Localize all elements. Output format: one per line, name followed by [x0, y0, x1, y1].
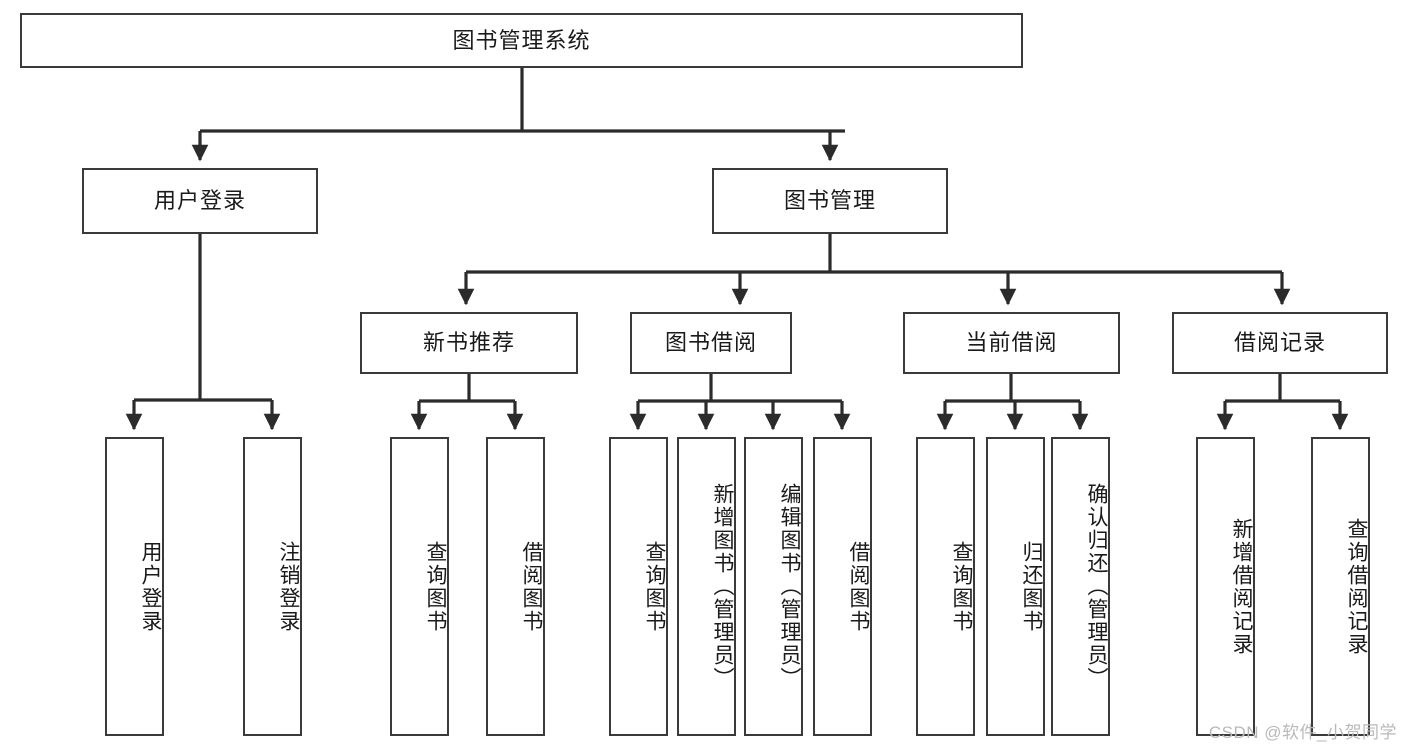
- node-leaf-query-book-2-label: 查询图书: [643, 540, 666, 633]
- node-leaf-borrow-book-1-label: 借阅图书: [520, 540, 543, 633]
- node-leaf-return-book-label: 归还图书: [1020, 540, 1043, 633]
- node-leaf-query-record[interactable]: 查询借阅记录: [1311, 437, 1370, 736]
- node-leaf-edit-book-label: 编辑图书（管理员）: [778, 483, 801, 690]
- node-new-book-recommend-label: 新书推荐: [422, 330, 515, 356]
- node-borrow-record[interactable]: 借阅记录: [1172, 312, 1388, 374]
- node-leaf-query-book-2[interactable]: 查询图书: [609, 437, 668, 736]
- csdn-watermark: CSDN @软件_小贺同学: [1208, 723, 1397, 742]
- node-current-borrow[interactable]: 当前借阅: [903, 312, 1120, 374]
- node-new-book-recommend[interactable]: 新书推荐: [360, 312, 578, 374]
- node-leaf-return-book[interactable]: 归还图书: [986, 437, 1045, 736]
- node-leaf-user-login[interactable]: 用户登录: [105, 437, 164, 736]
- node-leaf-add-book[interactable]: 新增图书（管理员）: [677, 437, 736, 736]
- node-leaf-add-book-label: 新增图书（管理员）: [711, 483, 734, 690]
- node-user-login[interactable]: 用户登录: [82, 168, 318, 234]
- node-leaf-user-logout[interactable]: 注销登录: [243, 437, 302, 736]
- node-user-login-label: 用户登录: [153, 188, 246, 214]
- node-leaf-borrow-book-1[interactable]: 借阅图书: [486, 437, 545, 736]
- node-leaf-query-record-label: 查询借阅记录: [1345, 517, 1368, 656]
- node-book-manage-label: 图书管理: [783, 188, 876, 214]
- node-borrow-record-label: 借阅记录: [1233, 330, 1326, 356]
- node-leaf-add-record[interactable]: 新增借阅记录: [1196, 437, 1255, 736]
- node-leaf-confirm-return[interactable]: 确认归还（管理员）: [1051, 437, 1110, 736]
- node-leaf-confirm-return-label: 确认归还（管理员）: [1085, 483, 1108, 690]
- node-leaf-query-book-1[interactable]: 查询图书: [390, 437, 449, 736]
- node-leaf-query-book-1-label: 查询图书: [424, 540, 447, 633]
- node-leaf-user-logout-label: 注销登录: [277, 540, 300, 633]
- node-book-borrow-label: 图书借阅: [664, 330, 757, 356]
- node-leaf-user-login-label: 用户登录: [139, 540, 162, 633]
- node-leaf-borrow-book-2[interactable]: 借阅图书: [813, 437, 872, 736]
- node-book-borrow[interactable]: 图书借阅: [630, 312, 792, 374]
- node-leaf-add-record-label: 新增借阅记录: [1230, 517, 1253, 656]
- node-root-label: 图书管理系统: [452, 27, 591, 53]
- node-current-borrow-label: 当前借阅: [965, 330, 1058, 356]
- node-root[interactable]: 图书管理系统: [20, 13, 1023, 68]
- node-leaf-borrow-book-2-label: 借阅图书: [847, 540, 870, 633]
- node-leaf-edit-book[interactable]: 编辑图书（管理员）: [744, 437, 803, 736]
- node-book-manage[interactable]: 图书管理: [712, 168, 948, 234]
- node-leaf-query-book-3[interactable]: 查询图书: [916, 437, 975, 736]
- node-leaf-query-book-3-label: 查询图书: [950, 540, 973, 633]
